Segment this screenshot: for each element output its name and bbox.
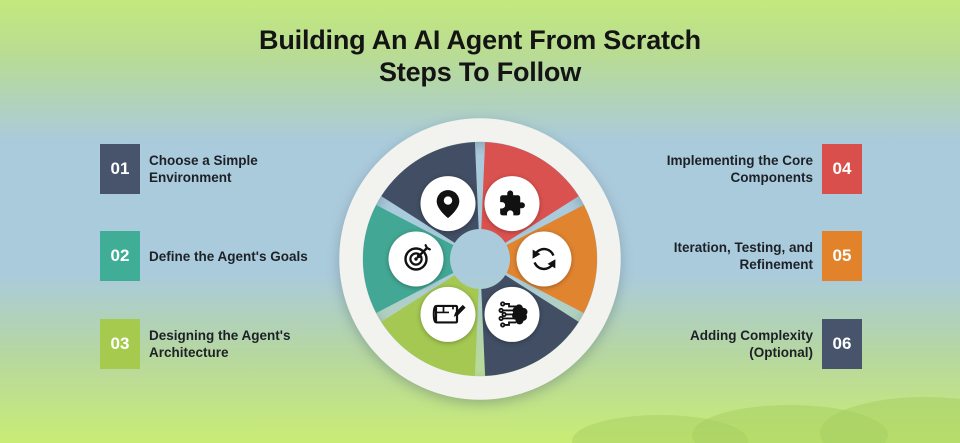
wheel-node-environment: [420, 176, 476, 232]
step-row-01: 01 Choose a Simple Environment: [100, 144, 328, 194]
step-label-01: Choose a Simple Environment: [149, 153, 258, 185]
step-number-badge-05: 05: [822, 231, 862, 281]
step-number-badge-06: 06: [822, 319, 862, 369]
step-row-02: 02 Define the Agent's Goals: [100, 231, 328, 281]
icon-circle: [420, 286, 476, 342]
steps-wheel: [339, 118, 621, 400]
wheel-node-architecture: [420, 286, 476, 342]
step-label-04: Implementing the Core Components: [666, 153, 813, 185]
step-label-06: Adding Complexity (Optional): [689, 328, 813, 360]
step-row-06: 06 Adding Complexity (Optional): [619, 319, 862, 369]
puzzle-piece-icon: [500, 190, 525, 216]
step-number-badge-01: 01: [100, 144, 140, 194]
wheel-outer-ring: [339, 118, 621, 400]
step-label-03: Designing the Agent's Architecture: [149, 328, 291, 360]
step-label-05: Iteration, Testing, and Refinement: [673, 240, 813, 272]
blueprint-pencil-icon: [432, 304, 466, 324]
wheel-node-iteration: [516, 231, 572, 287]
wheel-node-goals: [388, 231, 444, 287]
target-arrow-icon: [404, 244, 431, 271]
step-number-badge-03: 03: [100, 319, 140, 369]
icon-circle: [516, 231, 572, 287]
decorative-blobs: [572, 397, 960, 443]
page-title-line2: Steps To Follow: [379, 57, 581, 87]
blob-shape: [820, 397, 960, 443]
step-number-badge-04: 04: [822, 144, 862, 194]
sync-arrows-icon: [532, 247, 556, 271]
wheel-node-components: [484, 176, 540, 232]
step-row-04: 04 Implementing the Core Components: [619, 144, 862, 194]
step-number-badge-02: 02: [100, 231, 140, 281]
step-row-03: 03 Designing the Agent's Architecture: [100, 319, 328, 369]
location-pin-icon: [436, 190, 460, 219]
page-title: Building An AI Agent From Scratch Steps …: [0, 24, 960, 88]
page-title-line1: Building An AI Agent From Scratch: [259, 25, 701, 55]
wheel-icon-nodes: [388, 176, 572, 342]
step-row-05: 05 Iteration, Testing, and Refinement: [619, 231, 862, 281]
step-label-02: Define the Agent's Goals: [149, 248, 308, 264]
wheel-node-complexity: [484, 286, 540, 342]
ai-circuit-brain-icon: [498, 301, 528, 328]
